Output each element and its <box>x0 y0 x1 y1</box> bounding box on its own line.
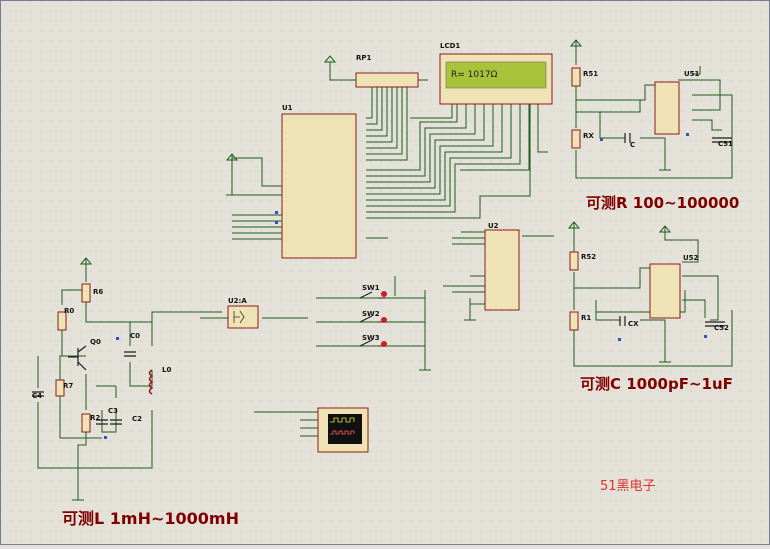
switch-icon <box>381 291 387 297</box>
capacitor-c52: C52 <box>705 321 729 332</box>
timer-u52: U52 <box>649 254 699 319</box>
svg-text:CX: CX <box>628 320 639 328</box>
capacitor-cx: CX <box>619 316 639 328</box>
watermark-text: 51黑电子 <box>600 479 656 494</box>
svg-text:C: C <box>630 141 635 149</box>
caption-resistance-range: 可测R 100~100000 <box>586 194 739 212</box>
svg-text:R51: R51 <box>583 70 598 78</box>
power-terminal-icon <box>658 225 672 233</box>
capacitor-c51: C51 <box>712 137 733 148</box>
ic-u2: U2 <box>484 222 520 311</box>
svg-text:C52: C52 <box>714 324 729 332</box>
caption-inductance-range: 可测L 1mH~1000mH <box>62 509 239 528</box>
power-terminal-icon <box>567 221 581 229</box>
switch-icon <box>381 341 387 347</box>
u51-label: U51 <box>684 70 700 78</box>
caption-capacitance-range: 可测C 1000pF~1uF <box>580 375 733 393</box>
svg-text:R0: R0 <box>64 307 74 315</box>
svg-text:RX: RX <box>583 132 594 140</box>
lcd-screen-text: R= 1017Ω <box>451 70 498 80</box>
switch-sw3: SW3 <box>359 334 387 347</box>
switch-sw1: SW1 <box>359 284 387 299</box>
ground-icon <box>659 165 671 171</box>
resistor-rx: RX <box>571 129 594 149</box>
ground-icon <box>659 358 671 363</box>
resistor-r7: R7 <box>55 379 73 397</box>
svg-text:R1: R1 <box>581 314 591 322</box>
capacitor-c: C <box>624 133 635 149</box>
svg-text:SW2: SW2 <box>362 310 380 318</box>
resistor-r1: R1 <box>569 311 591 331</box>
capacitor-c3: C3 <box>96 407 118 425</box>
resistor-r51: R51 <box>571 67 598 87</box>
power-terminal-icon <box>569 39 583 47</box>
capacitor-c4: C4 <box>32 391 44 400</box>
power-terminal-icon <box>79 257 93 265</box>
svg-text:C51: C51 <box>718 140 733 148</box>
inductor-l0: L0 <box>148 366 171 395</box>
switch-icon <box>381 317 387 323</box>
svg-text:C2: C2 <box>132 415 142 423</box>
capacitor-c0: C0 <box>124 332 140 357</box>
u2-label: U2 <box>488 222 499 230</box>
timer-u51: U51 <box>654 70 700 135</box>
oscilloscope-icon <box>317 407 369 453</box>
power-terminal-icon <box>225 153 239 161</box>
rp1-label: RP1 <box>356 54 372 62</box>
transistor-q0: Q0 <box>68 338 101 371</box>
svg-text:Q0: Q0 <box>90 338 101 346</box>
switch-sw2: SW2 <box>359 310 387 323</box>
power-terminal-icon <box>323 55 337 70</box>
svg-text:C0: C0 <box>130 332 140 340</box>
lcd1-label: LCD1 <box>440 42 460 50</box>
svg-text:R52: R52 <box>581 253 596 261</box>
svg-text:SW1: SW1 <box>362 284 380 292</box>
gate-u2a: U2:A <box>227 297 259 329</box>
resistor-r6: R6 <box>81 283 103 303</box>
lcd-display: R= 1017Ω LCD1 <box>439 42 553 105</box>
svg-text:C4: C4 <box>32 392 42 400</box>
svg-text:L0: L0 <box>162 366 171 374</box>
u1-label: U1 <box>282 104 293 112</box>
u52-label: U52 <box>683 254 699 262</box>
resistor-r52: R52 <box>569 251 596 271</box>
resistor-r0: R0 <box>57 307 74 331</box>
wires <box>37 42 733 500</box>
svg-text:R6: R6 <box>93 288 103 296</box>
microcontroller-u1: U1 <box>281 104 357 259</box>
svg-text:R7: R7 <box>63 382 73 390</box>
resistor-r2: R2 <box>81 413 100 433</box>
svg-text:SW3: SW3 <box>362 334 380 342</box>
svg-text:R2: R2 <box>90 414 100 422</box>
resistor-pack-rp1: RP1 <box>355 54 419 88</box>
capacitor-c2: C2 <box>110 415 142 425</box>
u2a-label: U2:A <box>228 297 247 305</box>
svg-text:C3: C3 <box>108 407 118 415</box>
